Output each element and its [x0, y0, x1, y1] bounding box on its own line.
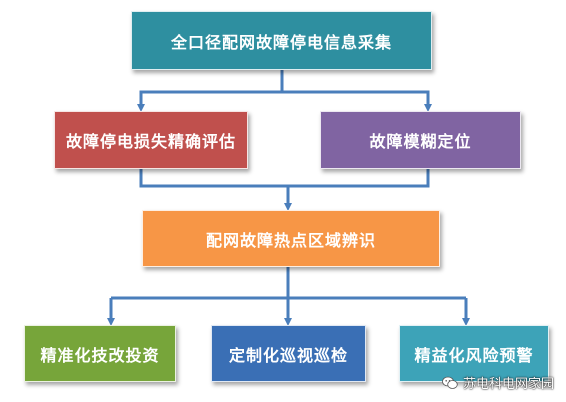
risk-warning-box: 精益化风险预警: [399, 325, 549, 382]
tech-investment-box: 精准化技改投资: [24, 325, 176, 382]
fuzzy-location-label: 故障模糊定位: [369, 132, 472, 151]
tech-investment-label: 精准化技改投资: [40, 345, 160, 365]
custom-inspection-label: 定制化巡视巡检: [228, 345, 348, 365]
risk-warning-label: 精益化风险预警: [414, 345, 534, 365]
wechat-icon: [442, 376, 458, 389]
loss-assessment-label: 故障停电损失精确评估: [65, 132, 236, 151]
connector-merge: [139, 169, 430, 188]
info-collection-box: 全口径配网故障停电信息采集: [131, 11, 432, 70]
connector-top-right: [282, 90, 432, 112]
watermark: 苏电科电网家园: [442, 373, 554, 392]
info-collection-label: 全口径配网故障停电信息采集: [170, 32, 392, 52]
loss-assessment-box: 故障停电损失精确评估: [54, 111, 248, 169]
hotspot-identification-label: 配网故障热点区域辨识: [205, 230, 376, 250]
connector-top-split: [137, 70, 284, 112]
hotspot-identification-box: 配网故障热点区域辨识: [142, 210, 440, 267]
custom-inspection-box: 定制化巡视巡检: [211, 325, 366, 382]
fuzzy-location-box: 故障模糊定位: [320, 111, 521, 169]
watermark-label: 苏电科电网家园: [462, 377, 554, 392]
